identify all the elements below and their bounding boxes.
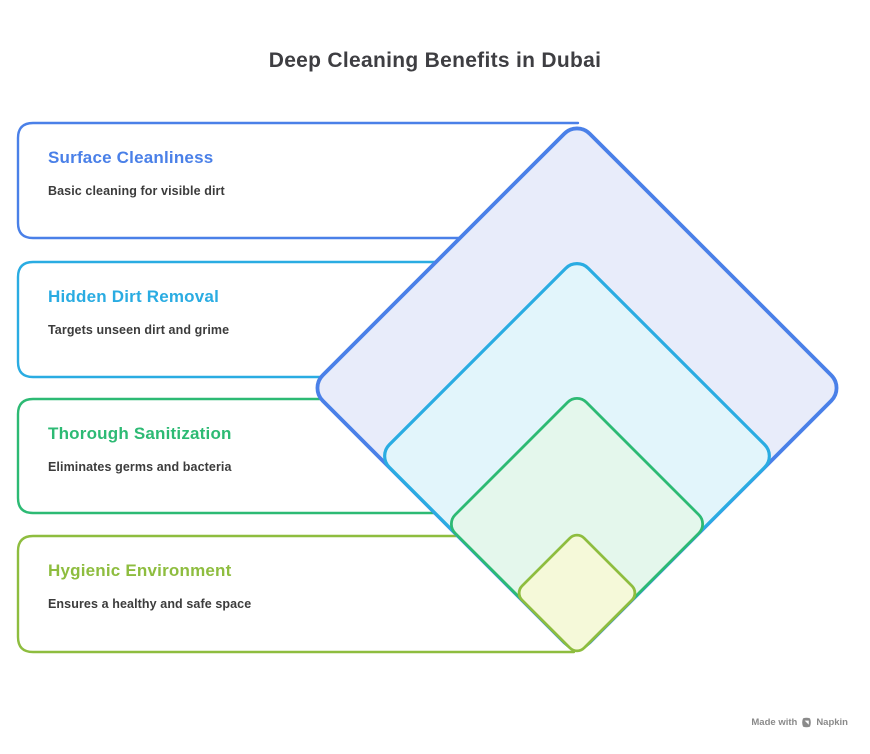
card-thorough-sanitization: Thorough Sanitization (48, 423, 232, 445)
card-2-description: Targets unseen dirt and grime (48, 323, 230, 337)
card-hidden-dirt-removal: Hidden Dirt Removal (48, 286, 219, 308)
card-3-heading: Thorough Sanitization (48, 424, 232, 443)
card-4-heading: Hygienic Environment (48, 561, 232, 580)
card-outline-surface-cleanliness (16, 121, 580, 240)
page-title: Deep Cleaning Benefits in Dubai (268, 49, 602, 72)
card-outlines (16, 121, 580, 654)
card-4-description-wrap: Ensures a healthy and safe space (48, 596, 251, 612)
watermark: Made with Napkin (751, 717, 848, 728)
card-2-description-wrap: Targets unseen dirt and grime (48, 322, 229, 338)
card-outline-thorough-sanitization (16, 397, 444, 515)
card-outline-hygienic-environment (16, 534, 576, 654)
card-3-description-wrap: Eliminates germs and bacteria (48, 459, 232, 475)
card-1-description-wrap: Basic cleaning for visible dirt (48, 183, 225, 199)
watermark-prefix: Made with (751, 717, 798, 728)
diamond-level-4-hygienic-environment (517, 533, 637, 653)
napkin-logo-icon (801, 717, 812, 728)
card-hygienic-environment: Hygienic Environment (48, 560, 231, 582)
card-outline-hidden-dirt-removal (16, 260, 444, 379)
card-surface-cleanliness: Surface Cleanliness (48, 147, 213, 169)
card-1-description: Basic cleaning for visible dirt (48, 184, 225, 198)
card-1-heading: Surface Cleanliness (48, 148, 214, 167)
watermark-brand: Napkin (816, 717, 848, 728)
card-2-heading: Hidden Dirt Removal (48, 287, 219, 306)
pyramid-diamonds (315, 126, 839, 653)
card-3-description: Eliminates germs and bacteria (48, 460, 232, 474)
card-4-description: Ensures a healthy and safe space (48, 597, 252, 611)
diamond-level-3-thorough-sanitization (449, 396, 705, 652)
